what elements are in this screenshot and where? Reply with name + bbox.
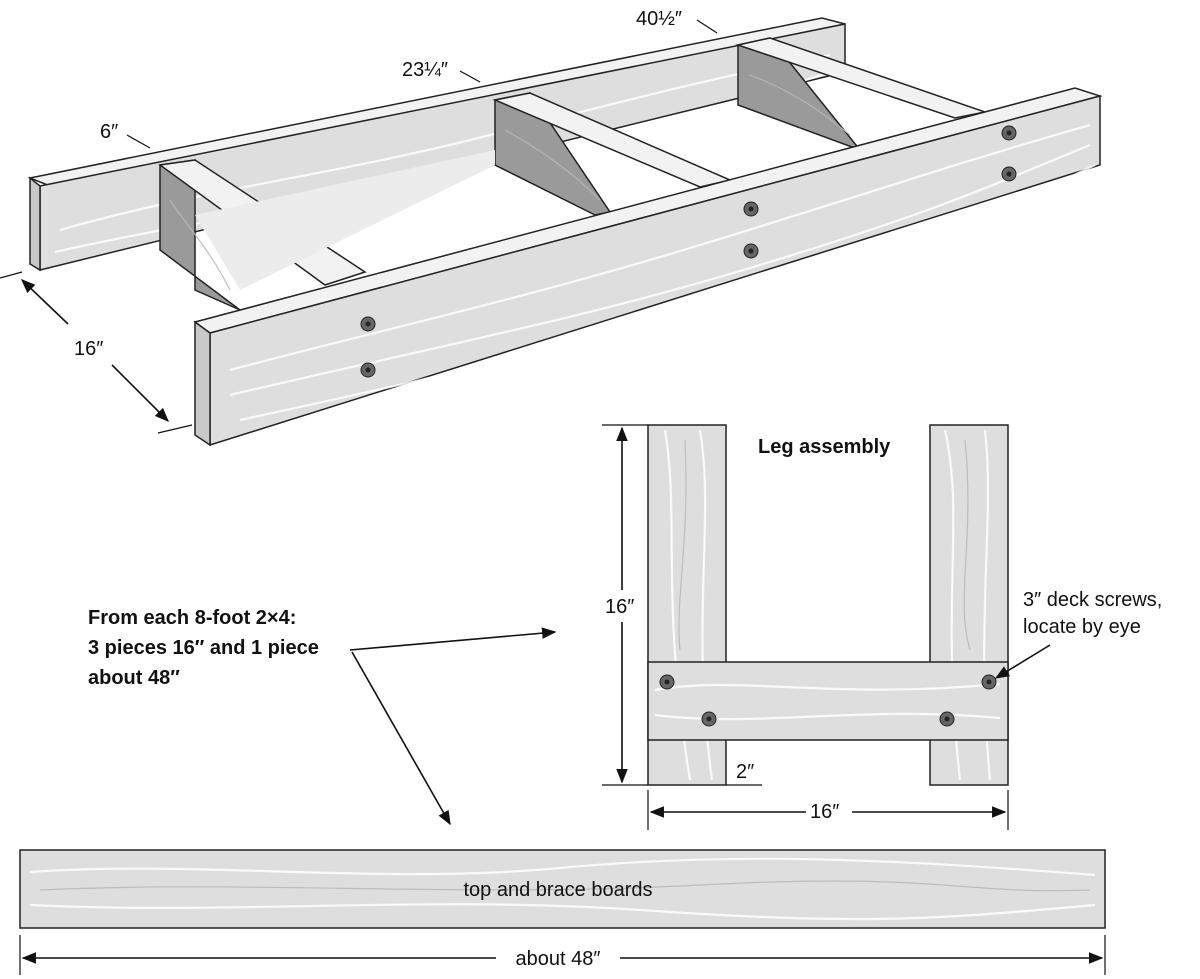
screws-note-arrow xyxy=(994,644,1051,679)
cut-note-line3: about 48″ xyxy=(88,667,180,689)
board-length-label: about 48″ xyxy=(516,948,601,970)
dim-23-leader xyxy=(459,70,481,83)
screws-note-line1: 3″ deck screws, xyxy=(1023,589,1162,611)
board-length-dimension: about 48″ xyxy=(19,935,1106,975)
screws-note-line2: locate by eye xyxy=(1023,616,1141,638)
dim-6-leader xyxy=(126,134,151,149)
cut-note: From each 8-foot 2×4: 3 pieces 16″ and 1… xyxy=(88,607,557,826)
front-rail-screws xyxy=(360,125,1017,378)
dim-16-ext-bottom xyxy=(157,424,193,434)
dim-16-arrow-top xyxy=(20,279,69,325)
cut-note-arrow-to-legs xyxy=(349,627,557,651)
dim-16-label: 16″ xyxy=(74,338,103,360)
dim-16-ext-top xyxy=(0,271,23,279)
cut-note-line1: From each 8-foot 2×4: xyxy=(88,607,296,629)
leg-width-label: 16″ xyxy=(810,801,839,823)
leg-screws xyxy=(659,674,997,727)
cut-note-arrow-to-board xyxy=(351,651,451,826)
front-rail xyxy=(193,87,1103,447)
cut-note-line2: 3 pieces 16″ and 1 piece xyxy=(88,637,319,659)
offset-label: 2″ xyxy=(736,761,754,783)
dim-40-label: 40½″ xyxy=(636,8,682,30)
leg-crosspiece xyxy=(647,661,1009,741)
dim-40-leader xyxy=(696,19,718,34)
dim-16-arrow-bottom xyxy=(111,364,170,423)
dim-6-label: 6″ xyxy=(100,121,118,143)
isometric-frame: 6″ 23¼″ 40½″ 16″ xyxy=(0,8,1103,447)
board-label: top and brace boards xyxy=(463,879,652,901)
dim-23-label: 23¼″ xyxy=(402,59,448,81)
leg-assembly: Leg assembly xyxy=(602,424,1162,830)
leg-assembly-title: Leg assembly xyxy=(758,436,891,458)
top-brace-board: top and brace boards xyxy=(19,849,1106,929)
leg-height-label: 16″ xyxy=(605,596,634,618)
